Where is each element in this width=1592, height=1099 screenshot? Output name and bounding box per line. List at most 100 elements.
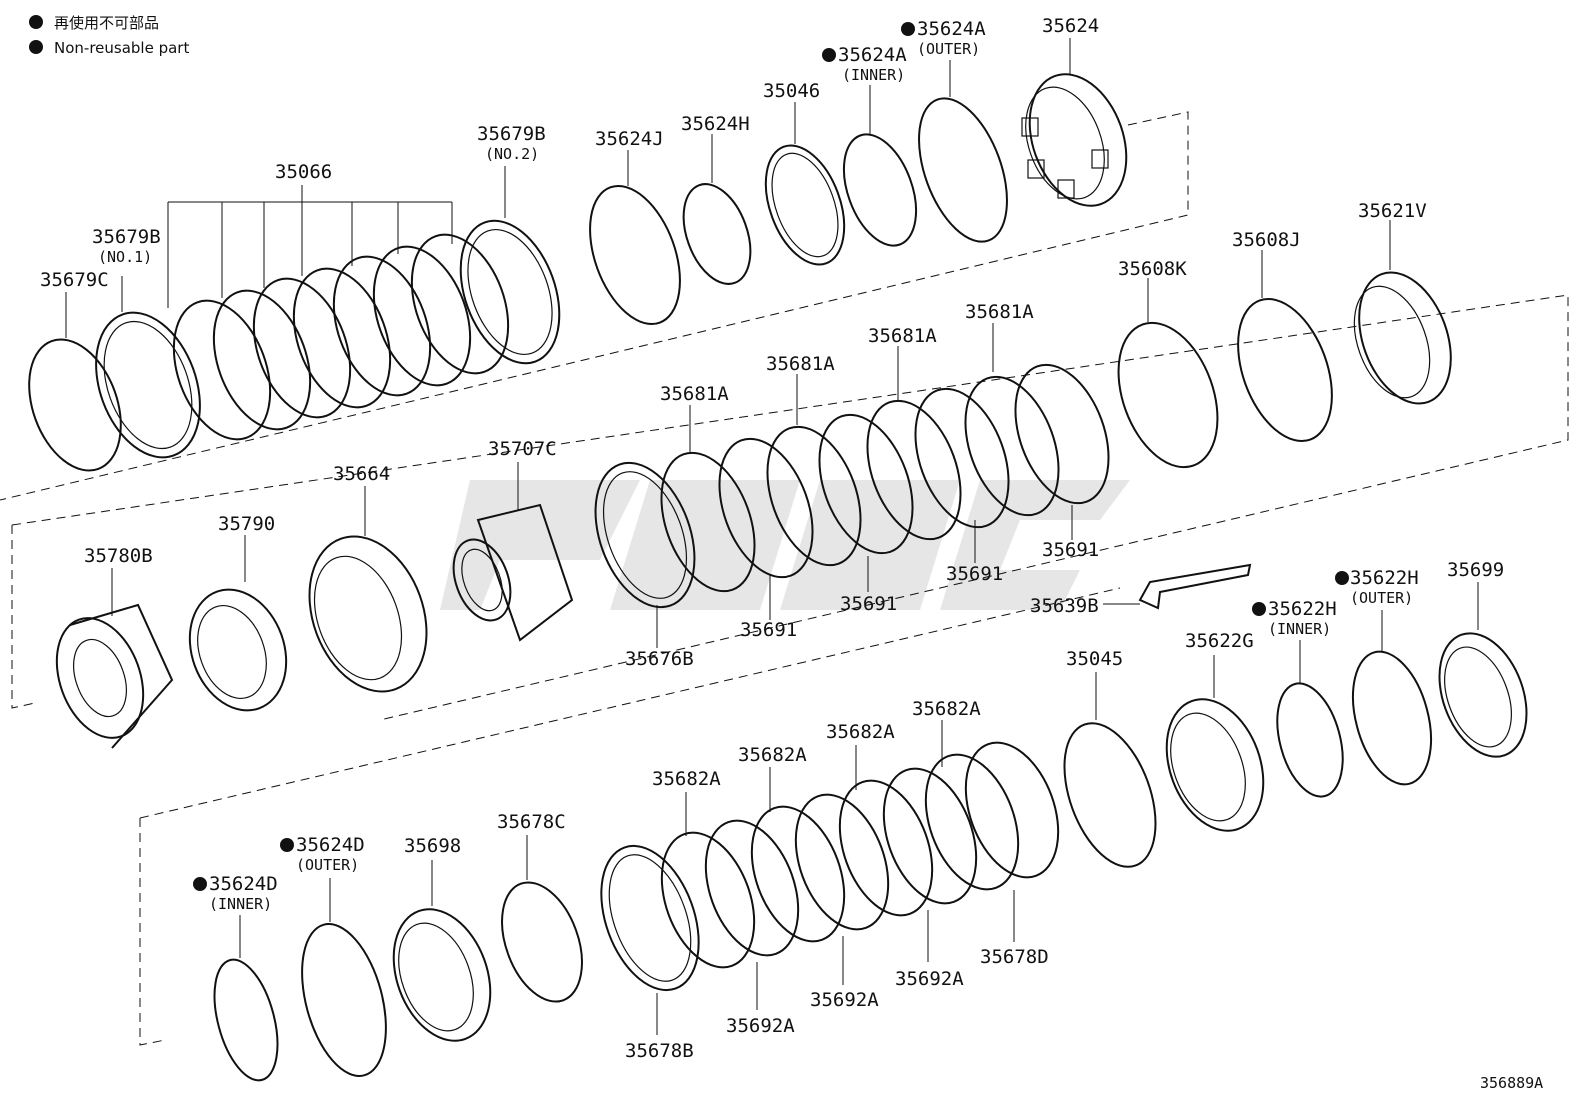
label-35691-4[interactable]: 35691	[1042, 539, 1099, 561]
plate-35676B[interactable]	[577, 449, 713, 621]
diagram-id: 356889A	[1480, 1074, 1543, 1092]
label-35790[interactable]: 35790	[218, 513, 275, 535]
label-35624[interactable]: 35624	[1042, 15, 1099, 37]
label-35624J[interactable]: 35624J	[595, 128, 664, 150]
spring-35608J[interactable]	[1220, 286, 1350, 454]
label-35624D-inner[interactable]: 35624D	[209, 873, 278, 895]
label-35679B-no2[interactable]: 35679B	[477, 123, 546, 145]
label-35698[interactable]: 35698	[404, 835, 461, 857]
piston-35621V[interactable]	[1340, 260, 1468, 417]
label-35045[interactable]: 35045	[1066, 648, 1123, 670]
row1-parts	[12, 61, 1143, 484]
snap-ring-35624J[interactable]	[573, 174, 697, 337]
row1-leaders	[65, 38, 1071, 338]
label-sub: (INNER)	[209, 895, 272, 913]
label-35678B[interactable]: 35678B	[625, 1040, 694, 1062]
legend-japanese: 再使用不可部品	[54, 14, 159, 32]
label-35692A-3[interactable]: 35692A	[895, 968, 964, 990]
bearing-35780B[interactable]	[41, 603, 174, 750]
label-35681A-3[interactable]: 35681A	[868, 325, 937, 347]
label-35676B[interactable]: 35676B	[625, 648, 694, 670]
o-ring-35622H-inner[interactable]	[1266, 676, 1354, 804]
label-sub: (OUTER)	[296, 856, 359, 874]
label-35691-1[interactable]: 35691	[740, 619, 797, 641]
row2-leaders	[111, 220, 1391, 648]
clutch-disc-pack-35682A-35692A[interactable]	[645, 730, 1076, 980]
label-35046[interactable]: 35046	[763, 80, 820, 102]
o-ring-35624D-inner[interactable]	[203, 953, 289, 1087]
label-sub: (OUTER)	[1350, 589, 1413, 607]
label-35682A-4[interactable]: 35682A	[912, 698, 981, 720]
piston-35698[interactable]	[376, 896, 507, 1055]
gear-35790[interactable]	[174, 576, 303, 724]
label-35624A-outer[interactable]: 35624A	[917, 18, 986, 40]
clutch-disc-pack-35681A-35691[interactable]	[644, 352, 1126, 604]
label-sub: (INNER)	[842, 66, 905, 84]
label-sub: (NO.2)	[485, 145, 539, 163]
label-35682A-2[interactable]: 35682A	[738, 744, 807, 766]
plate-35678B[interactable]	[583, 832, 717, 1003]
label-35681A-1[interactable]: 35681A	[660, 383, 729, 405]
label-sub: (INNER)	[1268, 620, 1331, 638]
label-35681A-2[interactable]: 35681A	[766, 353, 835, 375]
clip-35639B[interactable]	[1138, 563, 1252, 610]
label-35622G[interactable]: 35622G	[1185, 630, 1254, 652]
piston-35624[interactable]	[1011, 61, 1143, 220]
o-ring-35624D-outer[interactable]	[287, 915, 401, 1085]
watermark-logo	[440, 480, 1130, 610]
label-35624A-inner[interactable]: 35624A	[838, 44, 907, 66]
snap-ring-35679C[interactable]	[12, 327, 137, 484]
row3-leaders	[239, 582, 1479, 1035]
label-35664[interactable]: 35664	[333, 463, 390, 485]
label-35608J[interactable]: 35608J	[1232, 229, 1301, 251]
label-35699[interactable]: 35699	[1447, 559, 1504, 581]
label-35780B[interactable]: 35780B	[84, 545, 153, 567]
seal-35699[interactable]	[1424, 621, 1543, 769]
hub-35707C[interactable]	[443, 503, 574, 642]
label-35622H-outer[interactable]: 35622H	[1350, 567, 1419, 589]
group-frames	[0, 111, 1569, 1046]
label-35624D-outer[interactable]: 35624D	[296, 834, 365, 856]
ring-35624H[interactable]	[671, 175, 763, 293]
snap-ring-35678C[interactable]	[487, 871, 597, 1012]
label-35678C[interactable]: 35678C	[497, 811, 566, 833]
label-35639B[interactable]: 35639B	[1030, 595, 1099, 617]
label-35679B-no1[interactable]: 35679B	[92, 226, 161, 248]
label-35624H[interactable]: 35624H	[681, 113, 750, 135]
label-35692A-1[interactable]: 35692A	[726, 1015, 795, 1037]
plate-35679B-no2[interactable]	[442, 207, 577, 377]
label-35622H-inner[interactable]: 35622H	[1268, 598, 1337, 620]
legend-english: Non-reusable part	[54, 39, 189, 57]
piston-35622G[interactable]	[1149, 686, 1280, 845]
row3-parts	[203, 621, 1543, 1087]
plate-35679B-no1[interactable]	[77, 298, 219, 472]
label-35691-3[interactable]: 35691	[946, 563, 1003, 585]
spring-35045[interactable]	[1047, 711, 1173, 879]
part-labels: 35624A (OUTER) 35624A (INNER) 35624 3504…	[40, 15, 1543, 1092]
clutch-disc-pack-35066[interactable]	[156, 221, 526, 452]
o-ring-35622H-outer[interactable]	[1340, 643, 1445, 793]
non-reusable-dot-icon	[29, 40, 43, 54]
label-sub: (NO.1)	[98, 248, 152, 266]
label-35608K[interactable]: 35608K	[1118, 258, 1187, 280]
drum-35664[interactable]	[289, 520, 447, 708]
label-35678D[interactable]: 35678D	[980, 946, 1049, 968]
o-ring-35624A-outer[interactable]	[902, 87, 1025, 254]
label-35682A-1[interactable]: 35682A	[652, 768, 721, 790]
label-35621V[interactable]: 35621V	[1358, 200, 1427, 222]
label-35679C[interactable]: 35679C	[40, 269, 109, 291]
o-ring-35624A-inner[interactable]	[830, 125, 930, 256]
snap-ring-35608K[interactable]	[1100, 309, 1236, 481]
legend: 再使用不可部品 Non-reusable part	[29, 14, 189, 57]
label-35066[interactable]: 35066	[275, 161, 332, 183]
spring-35046[interactable]	[751, 135, 859, 275]
label-sub: (OUTER)	[917, 40, 980, 58]
label-35681A-4[interactable]: 35681A	[965, 301, 1034, 323]
label-35707C[interactable]: 35707C	[488, 438, 557, 460]
non-reusable-dot-icon	[29, 15, 43, 29]
label-35691-2[interactable]: 35691	[840, 593, 897, 615]
label-35692A-2[interactable]: 35692A	[810, 989, 879, 1011]
row2-parts	[41, 260, 1468, 750]
label-35682A-3[interactable]: 35682A	[826, 721, 895, 743]
